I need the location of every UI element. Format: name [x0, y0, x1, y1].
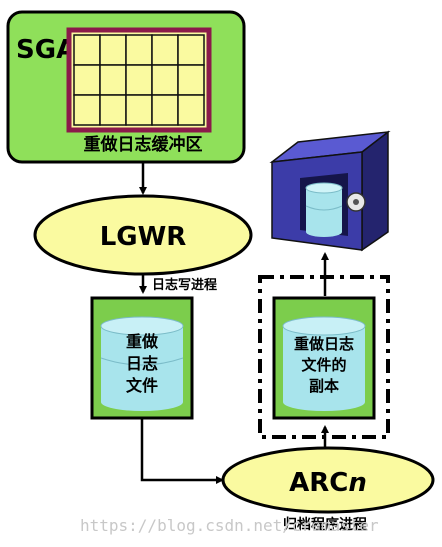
archived-log-copy-box: 重做日志 文件的 副本: [272, 296, 376, 420]
buffer-cell: [99, 64, 127, 96]
buffer-cell: [177, 34, 205, 66]
sga-box: SGA 重做日志缓冲区: [6, 10, 246, 164]
arcn-process: ARCn: [221, 446, 435, 514]
arrow-redo-log-to-arcn: [140, 418, 224, 484]
lgwr-caption: 日志写进程: [152, 277, 217, 293]
arcn-label-suffix: n: [348, 468, 367, 498]
buffer-cell: [177, 94, 205, 126]
safe-icon: [269, 130, 391, 252]
archive-cylinder: [282, 316, 366, 411]
buffer-cell: [151, 34, 179, 66]
archive-line-1: 重做日志: [294, 335, 354, 353]
buffer-cell: [73, 94, 101, 126]
buffer-cell: [99, 94, 127, 126]
redo-log-line-2: 日志: [126, 354, 158, 373]
buffer-cell: [125, 64, 153, 96]
arcn-caption: 归档程序进程: [283, 516, 367, 533]
buffer-cell: [151, 64, 179, 96]
buffer-cell: [125, 34, 153, 66]
redo-log-cylinder: [100, 316, 184, 411]
redo-log-line-3: 文件: [126, 376, 158, 395]
buffer-cell: [99, 34, 127, 66]
redo-log-buffer-label: 重做日志缓冲区: [84, 134, 203, 155]
buffer-cell: [177, 64, 205, 96]
archive-line-3: 副本: [309, 377, 339, 395]
buffer-cell: [73, 64, 101, 96]
arcn-label: ARCn: [289, 468, 367, 498]
redo-log-line-1: 重做: [126, 332, 159, 351]
watermark-url: https://blog.csdn.net/cremaster: [80, 516, 379, 535]
sga-title: SGA: [16, 35, 76, 65]
lgwr-label: LGWR: [100, 222, 187, 252]
buffer-cell: [125, 94, 153, 126]
buffer-cell: [151, 94, 179, 126]
redo-log-buffer-grid: [66, 27, 212, 133]
buffer-cell: [73, 34, 101, 66]
arcn-label-main: ARC: [289, 468, 348, 498]
redo-log-file-box: 重做 日志 文件: [90, 296, 194, 420]
lgwr-process: LGWR: [33, 194, 253, 276]
archive-line-2: 文件的: [301, 356, 346, 374]
